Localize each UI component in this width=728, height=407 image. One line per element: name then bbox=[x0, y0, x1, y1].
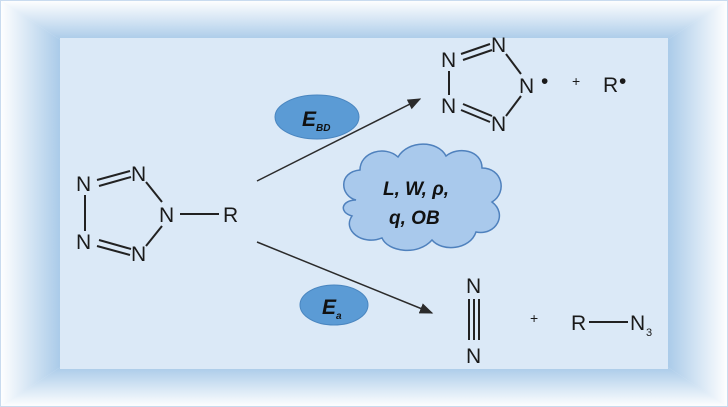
organic-azide: R N 3 bbox=[571, 312, 652, 339]
reactant-substituent-r: R bbox=[223, 204, 238, 227]
reactant-atom-n5: N bbox=[131, 243, 146, 266]
bond bbox=[96, 245, 131, 256]
bond bbox=[96, 170, 131, 181]
r-radical-dot: • bbox=[619, 70, 626, 93]
arrow-bond-dissociation bbox=[256, 98, 422, 182]
azide-n-label: N bbox=[630, 312, 645, 335]
bond bbox=[462, 103, 493, 117]
reactant-atom-n3: N bbox=[159, 204, 174, 227]
bond bbox=[460, 43, 491, 55]
bond bbox=[145, 225, 163, 247]
bond bbox=[460, 109, 491, 123]
product-radical-dot: • bbox=[541, 70, 548, 93]
n2-top-atom: N bbox=[466, 275, 481, 298]
descriptor-line-2: q, OB bbox=[389, 208, 440, 229]
reactant-atom-n2: N bbox=[131, 163, 146, 186]
ebd-label-sub: BD bbox=[316, 123, 330, 134]
arrow-activation bbox=[256, 241, 434, 314]
product-atom-n5: N bbox=[491, 113, 506, 136]
ea-label-sub: a bbox=[336, 311, 342, 322]
reactant-atom-n1: N bbox=[76, 173, 91, 196]
r-radical: R • bbox=[603, 70, 626, 97]
n2-bottom-atom: N bbox=[466, 345, 481, 368]
dinitrogen: N N bbox=[466, 275, 481, 368]
reactant-tetrazole: N N N N N R bbox=[76, 163, 238, 266]
product-atom-n1: N bbox=[441, 49, 456, 72]
bond bbox=[98, 239, 132, 250]
tetrazolyl-radical: N N N N N • bbox=[441, 34, 548, 136]
descriptor-line-1: L, W, ρ, bbox=[383, 179, 449, 200]
azide-r-label: R bbox=[571, 312, 586, 335]
product-atom-n4: N bbox=[441, 95, 456, 118]
reactant-atom-n4: N bbox=[76, 231, 91, 254]
product-atom-n3: N bbox=[519, 75, 534, 98]
bond bbox=[505, 53, 522, 75]
azide-subscript: 3 bbox=[646, 327, 652, 339]
bond bbox=[505, 95, 522, 117]
ea-label-main: E bbox=[322, 296, 337, 319]
bond bbox=[145, 181, 163, 203]
product-atom-n2: N bbox=[491, 34, 506, 57]
ebd-badge: E BD bbox=[274, 94, 360, 140]
r-radical-label: R bbox=[603, 74, 618, 97]
ea-badge: E a bbox=[299, 284, 369, 326]
plus-sign-bottom: + bbox=[530, 310, 538, 326]
bond bbox=[462, 49, 493, 61]
ebd-label-main: E bbox=[302, 108, 317, 131]
descriptor-cloud: L, W, ρ, q, OB bbox=[342, 143, 502, 252]
plus-sign-top: + bbox=[572, 73, 580, 89]
bond bbox=[98, 176, 132, 187]
